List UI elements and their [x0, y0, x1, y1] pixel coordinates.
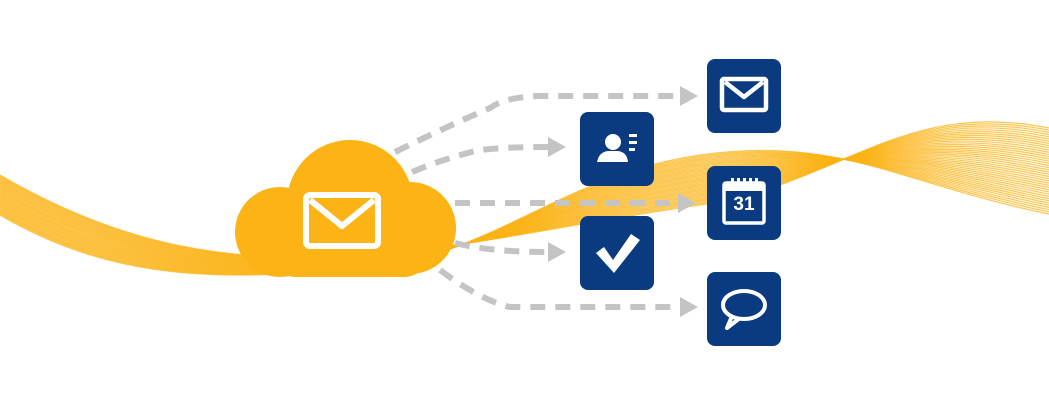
arrowhead-mail [680, 86, 698, 106]
ribbon-strand [0, 149, 1049, 276]
arrowhead-calendar [678, 193, 696, 213]
arrowhead-messages [680, 297, 698, 317]
cloud-shape [235, 140, 456, 277]
cloud-envelope-icon [303, 192, 381, 249]
contacts-tile [580, 112, 654, 186]
messages-tile [707, 272, 781, 346]
connector-arrows [393, 93, 682, 310]
calendar-tile: 31 [707, 166, 781, 240]
calendar-icon [722, 178, 766, 225]
envelope-icon [719, 76, 769, 113]
arrowhead-tasks [548, 242, 566, 262]
tasks-tile [580, 216, 654, 290]
contact-card-icon [597, 134, 637, 162]
ribbon-wave [0, 121, 1049, 276]
calendar-day-label: 31 [733, 194, 755, 215]
arrowhead-contacts [548, 137, 566, 157]
checkmark-icon [596, 234, 640, 273]
speech-bubble-icon [721, 289, 767, 330]
arrow-to-contacts [410, 144, 549, 175]
arrow-heads [548, 86, 698, 317]
mail-tile [707, 59, 781, 133]
arrow-to-messages [438, 267, 682, 310]
arrow-to-tasks [454, 240, 549, 255]
arrow-to-mail [393, 93, 682, 155]
